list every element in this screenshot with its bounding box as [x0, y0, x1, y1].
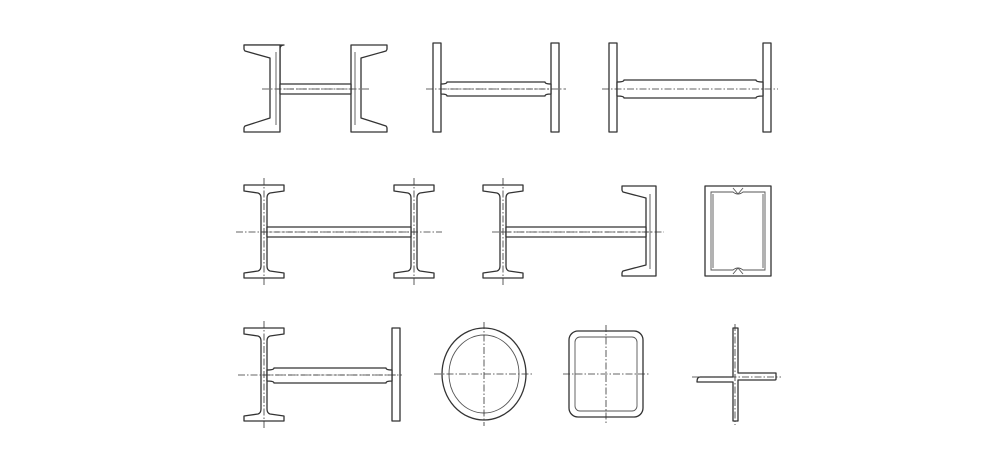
i-beam-and-plate-built-up-section-icon [238, 321, 402, 428]
double-channel-built-up-section-icon [243, 44, 388, 133]
double-channel-box-section-icon [704, 185, 772, 277]
welded-plate-girder-narrow-icon [426, 42, 566, 133]
i-beam-and-channel-built-up-section-icon [482, 178, 664, 285]
double-i-beam-built-up-section-icon [236, 178, 442, 285]
square-hollow-section-icon [563, 325, 649, 423]
equal-angle-section-icon [692, 324, 781, 425]
welded-plate-girder-wide-icon [602, 42, 778, 133]
circular-hollow-section-icon [434, 322, 534, 426]
